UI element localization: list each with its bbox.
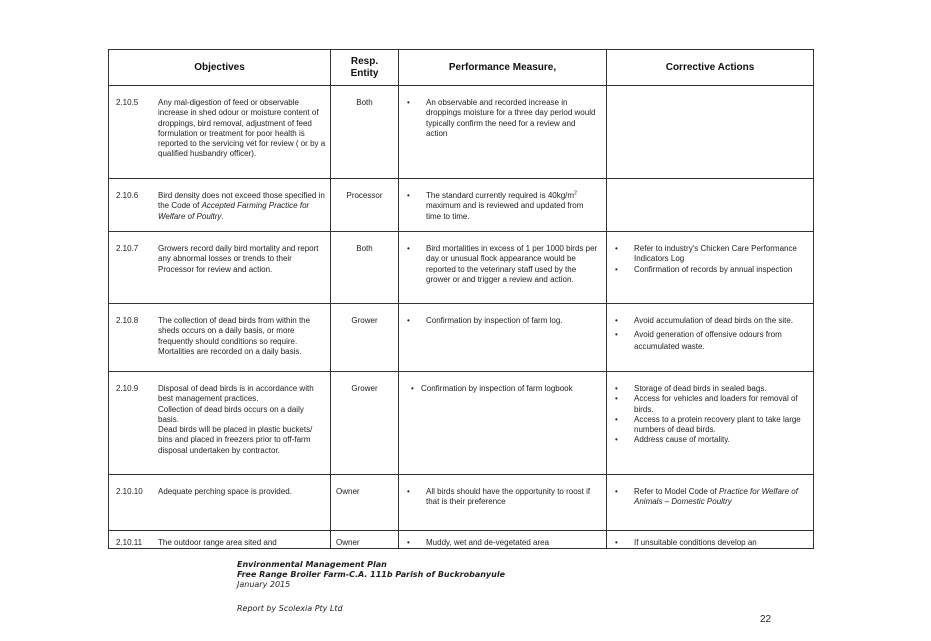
measure-item: •Muddy, wet and de-vegetated area bbox=[407, 538, 550, 547]
footer-subtitle: Free Range Broiler Farm-C.A. 111b Parish… bbox=[237, 570, 506, 579]
objective-text: Growers record daily bird mortality and … bbox=[158, 244, 319, 274]
action-item: •Refer to Model Code of Practice for Wel… bbox=[615, 487, 798, 507]
objective-text: Bird density does not exceed those speci… bbox=[158, 191, 325, 221]
measure-item: •Bird mortalities in excess of 1 per 100… bbox=[407, 244, 598, 284]
footer-report-by: Report by Scolexia Pty Ltd bbox=[237, 604, 343, 613]
document-footer: Environmental Management Plan Free Range… bbox=[237, 560, 505, 590]
table-row: 2.10.9 Disposal of dead birds is in acco… bbox=[108, 371, 814, 475]
bullet-icon: • bbox=[407, 98, 410, 107]
resp-entity: Grower bbox=[330, 371, 399, 475]
header-performance-measure: Performance Measure, bbox=[398, 49, 607, 86]
row-number: 2.10.10 bbox=[116, 487, 143, 496]
action-item: •Address cause of mortality. bbox=[615, 435, 730, 445]
table-row: 2.10.8 The collection of dead birds from … bbox=[108, 303, 814, 372]
page-number: 22 bbox=[760, 614, 772, 625]
measure-item: •The standard currently required is 40kg… bbox=[407, 190, 584, 221]
header-entity-line1: Resp. bbox=[350, 55, 379, 67]
objective-text: The collection of dead birds from within… bbox=[158, 316, 311, 356]
action-item: •Avoid generation of offensive odours fr… bbox=[615, 330, 782, 352]
action-item: •Confirmation of records by annual inspe… bbox=[615, 264, 793, 274]
bullet-icon: • bbox=[615, 316, 618, 325]
bullet-icon: • bbox=[407, 487, 410, 496]
table-row: 2.10.6 Bird density does not exceed those… bbox=[108, 178, 814, 232]
action-item: •Access to a protein recovery plant to t… bbox=[615, 414, 801, 435]
table-row: 2.10.5 Any mal-digestion of feed or obser… bbox=[108, 85, 814, 179]
bullet-icon: • bbox=[615, 264, 618, 274]
objective-text: Adequate perching space is provided. bbox=[158, 487, 292, 496]
bullet-icon: • bbox=[615, 435, 618, 445]
objective-text: Disposal of dead birds is in accordance … bbox=[158, 384, 314, 455]
header-resp-entity: Resp.Entity bbox=[330, 49, 399, 86]
row-number: 2.10.7 bbox=[116, 244, 139, 253]
table-row: 2.10.10 Adequate perching space is provid… bbox=[108, 474, 814, 531]
bullet-icon: • bbox=[407, 316, 410, 325]
measure-item: •Confirmation by inspection of farm log. bbox=[407, 316, 563, 325]
resp-entity: Owner bbox=[330, 474, 399, 531]
bullet-icon: • bbox=[615, 330, 618, 340]
emp-table: Objectives Resp.Entity Performance Measu… bbox=[108, 49, 814, 550]
bullet-icon: • bbox=[407, 191, 410, 200]
bullet-icon: • bbox=[407, 538, 410, 547]
bullet-icon: • bbox=[615, 244, 618, 253]
row-number: 2.10.8 bbox=[116, 316, 139, 325]
bullet-icon: • bbox=[407, 244, 410, 253]
action-item: •Storage of dead birds in sealed bags. bbox=[615, 384, 767, 393]
corrective-actions-cell bbox=[606, 85, 814, 179]
measure-item: •An observable and recorded increase in … bbox=[407, 98, 596, 138]
row-number: 2.10.9 bbox=[116, 384, 139, 393]
bullet-icon: • bbox=[615, 487, 618, 496]
header-entity-line2: Entity bbox=[350, 67, 379, 79]
resp-entity: Both bbox=[330, 231, 399, 304]
footer-title: Environmental Management Plan bbox=[237, 560, 387, 569]
measure-item: •All birds should have the opportunity t… bbox=[407, 487, 591, 507]
corrective-actions-cell bbox=[606, 178, 814, 232]
bullet-icon: • bbox=[615, 394, 618, 404]
row-number: 2.10.6 bbox=[116, 191, 139, 200]
action-item: •Avoid accumulation of dead birds on the… bbox=[615, 316, 794, 325]
objective-text: The outdoor range area sited and bbox=[158, 538, 277, 547]
table-header-row: Objectives Resp.Entity Performance Measu… bbox=[108, 49, 814, 86]
action-item: •If unsuitable conditions develop an bbox=[615, 538, 757, 547]
row-number: 2.10.5 bbox=[116, 98, 139, 107]
action-item: •Access for vehicles and loaders for rem… bbox=[615, 394, 798, 414]
header-objectives: Objectives bbox=[108, 49, 331, 86]
bullet-icon: • bbox=[411, 384, 414, 393]
action-item: •Refer to industry's Chicken Care Perfor… bbox=[615, 244, 797, 264]
row-number: 2.10.11 bbox=[116, 538, 143, 547]
bullet-icon: • bbox=[615, 384, 618, 393]
resp-entity: Owner bbox=[330, 529, 399, 550]
table-row: 2.10.7 Growers record daily bird mortalit… bbox=[108, 231, 814, 304]
header-corrective-actions: Corrective Actions bbox=[606, 49, 814, 86]
resp-entity: Processor bbox=[330, 178, 399, 232]
objective-text: Any mal-digestion of feed or observable … bbox=[158, 98, 326, 159]
measure-item: •Confirmation by inspection of farm logb… bbox=[411, 384, 573, 393]
bullet-icon: • bbox=[615, 414, 618, 424]
footer-date: January 2015 bbox=[237, 580, 291, 589]
bullet-icon: • bbox=[615, 538, 618, 547]
resp-entity: Both bbox=[330, 85, 399, 179]
resp-entity: Grower bbox=[330, 303, 399, 372]
